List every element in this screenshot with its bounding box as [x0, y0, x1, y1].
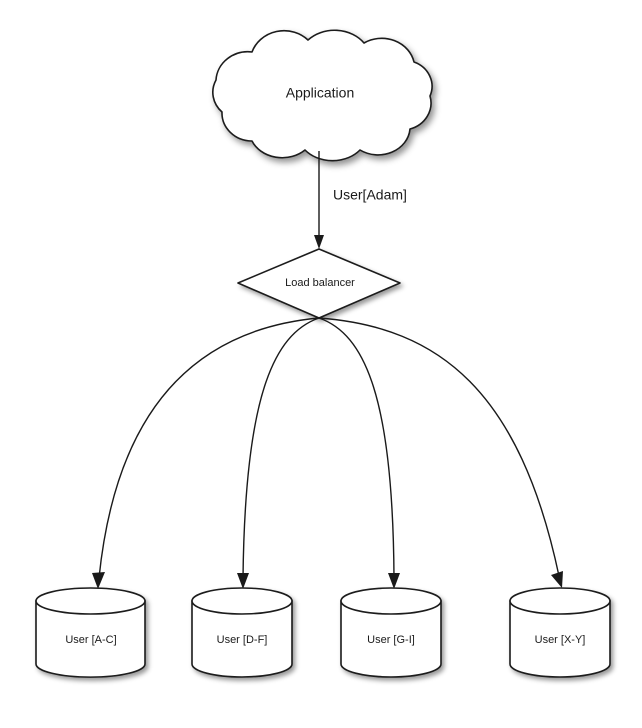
arrowhead-db-4	[551, 571, 563, 588]
node-database-4[interactable]: User [X-Y]	[509, 587, 611, 678]
database-label-4: User [X-Y]	[535, 634, 586, 646]
cylinder-top-3	[340, 587, 442, 615]
cylinder-top-1	[35, 587, 146, 615]
edge-curve-db-2	[242, 317, 320, 579]
edges-balancer-to-databases	[92, 317, 563, 589]
node-application[interactable]: Application	[212, 29, 433, 162]
cloud-shape	[212, 29, 433, 162]
edge-app-to-balancer: User[Adam]	[314, 151, 407, 249]
node-database-3[interactable]: User [G-I]	[340, 587, 442, 678]
cylinder-body-2	[191, 600, 293, 678]
cylinder-body-4	[509, 600, 611, 678]
arrowhead-db-3	[388, 573, 400, 589]
cylinder-top-4	[509, 587, 611, 615]
arrowhead-db-1	[92, 572, 105, 589]
database-label-1: User [A-C]	[65, 634, 116, 646]
cloud-label: Application	[286, 85, 355, 101]
database-label-3: User [G-I]	[367, 634, 415, 646]
node-load-balancer[interactable]: Load balancer	[237, 248, 401, 319]
arrowhead-app-balancer	[314, 235, 324, 249]
edge-curve-db-3	[318, 317, 395, 579]
database-label-2: User [D-F]	[217, 634, 268, 646]
edge-curve-db-4	[318, 317, 560, 577]
node-database-1[interactable]: User [A-C]	[35, 587, 146, 678]
arrowhead-db-2	[237, 573, 249, 589]
cylinder-top-2	[191, 587, 293, 615]
cylinder-body-3	[340, 600, 442, 678]
edge-label-user-adam: User[Adam]	[333, 187, 407, 203]
node-database-2[interactable]: User [D-F]	[191, 587, 293, 678]
cylinder-body-1	[35, 600, 146, 678]
edge-curve-db-1	[98, 317, 320, 579]
diamond-label: Load balancer	[285, 277, 355, 289]
